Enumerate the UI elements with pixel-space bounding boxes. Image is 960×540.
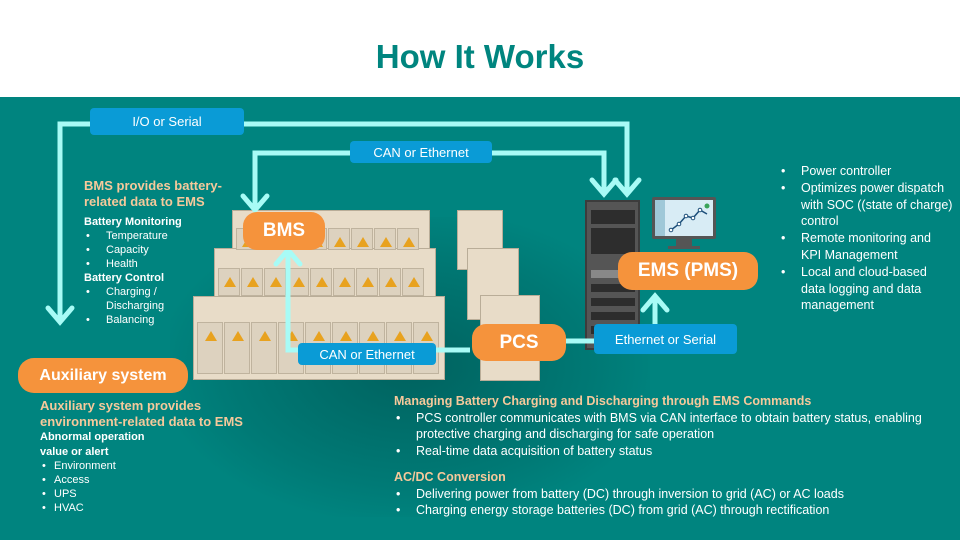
caution-icon [293, 277, 305, 287]
aux-info-list: Environment Access UPS HVAC [40, 459, 280, 515]
ethernet-serial-label: Ethernet or Serial [594, 324, 737, 354]
cabinet-door [287, 268, 309, 296]
list-item: Environment [40, 459, 280, 473]
list-item: Optimizes power dispatch with SOC ((stat… [779, 180, 954, 230]
caution-icon [403, 237, 415, 247]
arrow-head-bms-up [273, 246, 303, 267]
pcs-info-list-2: Delivering power from battery (DC) throu… [394, 486, 954, 519]
caution-icon [224, 277, 236, 287]
cabinet-door [241, 268, 263, 296]
arrow-head-ems-right [612, 177, 642, 198]
caution-icon [259, 331, 271, 341]
list-item: Charging energy storage batteries (DC) f… [394, 502, 954, 519]
io-serial-label: I/O or Serial [90, 108, 244, 135]
pcs-info-list-1: PCS controller communicates with BMS via… [394, 410, 954, 460]
caution-icon [232, 331, 244, 341]
list-item: Delivering power from battery (DC) throu… [394, 486, 954, 503]
caution-icon [270, 277, 282, 287]
list-item: Charging / Discharging [84, 285, 194, 313]
caution-icon [205, 331, 217, 341]
list-item: UPS [40, 487, 280, 501]
caution-icon [339, 277, 351, 287]
cabinet-door [251, 322, 277, 374]
list-item: Power controller [779, 163, 954, 180]
monitor-stand [676, 239, 692, 247]
caution-icon [357, 237, 369, 247]
monitor-base [668, 246, 700, 249]
pcs-callout: PCS [472, 324, 566, 361]
auxiliary-callout: Auxiliary system [18, 358, 188, 393]
cabinet-door [197, 322, 223, 374]
cabinet-door [397, 228, 419, 250]
io-serial-line [57, 121, 630, 322]
list-item: Remote monitoring and KPI Management [779, 230, 954, 264]
caution-icon [367, 331, 379, 341]
pcs-info: Managing Battery Charging and Dischargin… [394, 393, 954, 519]
cabinet-door [333, 268, 355, 296]
arrow-head-bms-down [240, 193, 270, 214]
can-ethernet-bottom-line [285, 250, 470, 353]
list-item: Local and cloud-based data logging and d… [779, 264, 954, 314]
page-title: How It Works [375, 38, 585, 75]
can-ethernet-top-label: CAN or Ethernet [350, 141, 492, 163]
caution-icon [385, 277, 397, 287]
battery-control-title: Battery Control [84, 272, 165, 284]
caution-icon [394, 331, 406, 341]
list-item: Real-time data acquisition of battery st… [394, 443, 954, 460]
can-ethernet-bottom-label: CAN or Ethernet [298, 343, 436, 365]
cabinet-door [351, 228, 373, 250]
ems-info: Power controller Optimizes power dispatc… [779, 163, 954, 314]
battery-monitoring-list: Temperature Capacity Health [84, 229, 234, 271]
pcs-info-heading-1: Managing Battery Charging and Dischargin… [394, 394, 812, 408]
caution-icon [380, 237, 392, 247]
list-item: Health [84, 257, 234, 271]
caution-icon [408, 277, 420, 287]
list-item: Access [40, 473, 280, 487]
list-item: HVAC [40, 501, 280, 515]
caution-icon [362, 277, 374, 287]
aux-info: Auxiliary system provides environment-re… [40, 398, 280, 515]
caution-icon [247, 277, 259, 287]
arrow-head-ems-left [589, 177, 619, 198]
cabinet-door [310, 268, 332, 296]
cabinet-door [379, 268, 401, 296]
caution-icon [286, 331, 298, 341]
caution-icon [421, 331, 433, 341]
aux-info-subtitle: Abnormal operation value or alert [40, 431, 145, 458]
arrow-head-ems-up [640, 292, 670, 313]
list-item: Temperature [84, 229, 234, 243]
cabinet-door [356, 268, 378, 296]
ems-info-list: Power controller Optimizes power dispatc… [779, 163, 954, 314]
battery-control-list: Charging / Discharging Balancing [84, 285, 194, 327]
caution-icon [313, 331, 325, 341]
list-item: PCS controller communicates with BMS via… [394, 410, 934, 443]
battery-monitoring-title: Battery Monitoring [84, 216, 182, 228]
caution-icon [334, 237, 346, 247]
ems-callout: EMS (PMS) [618, 252, 758, 290]
monitor-chart-icon [652, 197, 716, 239]
arrow-head-aux [45, 305, 75, 326]
bms-info: BMS provides battery-related data to EMS… [84, 178, 234, 327]
bms-callout: BMS [243, 212, 325, 250]
cabinet-door [328, 228, 350, 250]
list-item: Balancing [84, 313, 194, 327]
pcs-info-heading-2: AC/DC Conversion [394, 470, 506, 484]
cabinet-door [402, 268, 424, 296]
aux-info-heading: Auxiliary system provides environment-re… [40, 398, 243, 429]
list-item: Capacity [84, 243, 234, 257]
bms-info-heading: BMS provides battery-related data to EMS [84, 178, 222, 209]
caution-icon [340, 331, 352, 341]
cabinet-door [374, 228, 396, 250]
cabinet-door [224, 322, 250, 374]
caution-icon [316, 277, 328, 287]
